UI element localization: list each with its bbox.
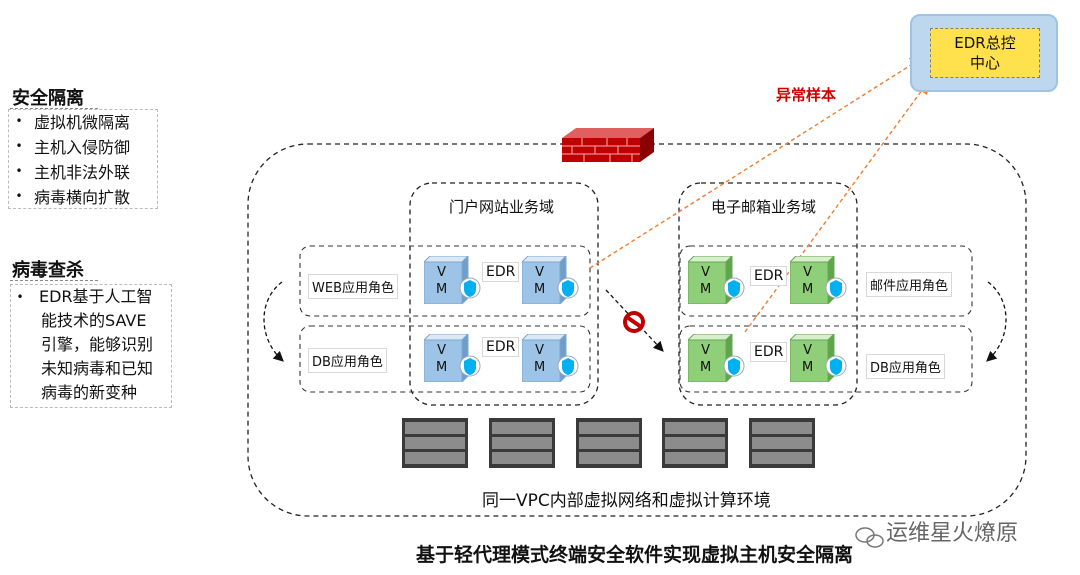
db-role-label-right: DB应用角色: [866, 354, 945, 379]
bullet-icon: •: [16, 290, 24, 304]
edr-label: EDR: [482, 262, 520, 282]
forbidden-icon: [623, 311, 645, 333]
mail-domain-label: 电子邮箱业务域: [708, 196, 820, 217]
db-role-box-right: [679, 325, 973, 393]
shield-icon: [562, 358, 574, 375]
edr-label: EDR: [750, 266, 788, 286]
list-item: •主机非法外联: [10, 160, 130, 182]
web-role-box: [299, 245, 591, 317]
edr-center-line2: 中心: [969, 54, 1000, 72]
virus-removal-text: •EDR基于人工智 能技术的SAVE 引擎，能够识别 未知病毒和已知 病毒的新变…: [10, 284, 172, 408]
list-item: •主机入侵防御: [10, 135, 130, 157]
mail-role-label: 邮件应用角色: [866, 272, 953, 297]
mail-domain-box: [678, 182, 858, 406]
section-title-virus-removal: 病毒查杀: [12, 260, 84, 281]
server-rack-icon: [749, 418, 815, 468]
section1-underline: [10, 108, 98, 109]
abnormal-sample-label: 异常样本: [776, 86, 837, 104]
vm-cube-shape: [520, 332, 579, 384]
server-rack-icon: [662, 418, 728, 468]
section2-underline: [10, 280, 98, 281]
shield-icon: [728, 280, 740, 297]
firewall-icon: [562, 128, 654, 162]
shield-icon: [464, 280, 476, 297]
right-curved-arrow: [986, 281, 1007, 362]
list-item: •病毒横向扩散: [10, 185, 130, 207]
shield-icon: [728, 358, 740, 375]
shield-icon: [830, 358, 842, 375]
wechat-icon: [855, 527, 884, 548]
vm-cube-shape: [788, 332, 847, 384]
server-rack-icon: [489, 418, 555, 468]
edr-label: EDR: [482, 337, 520, 357]
portal-domain-label: 门户网站业务域: [446, 196, 558, 217]
vpc-caption: 同一VPC内部虚拟网络和虚拟计算环境: [478, 486, 775, 511]
web-role-label: WEB应用角色: [308, 274, 398, 299]
bullet-icon: •: [15, 114, 23, 128]
edr-label: EDR: [750, 342, 788, 362]
bullet-icon: •: [15, 139, 23, 153]
list-item: •虚拟机微隔离: [10, 110, 130, 132]
edr-center-line1: EDR总控: [954, 34, 1016, 52]
bullet-icon: •: [15, 164, 23, 178]
page-title: 基于轻代理模式终端安全软件实现虚拟主机安全隔离: [416, 544, 854, 566]
db-role-box-left: [299, 325, 591, 393]
shield-icon: [830, 280, 842, 297]
vm-cube-shape: [788, 254, 847, 306]
db-role-label-left: DB应用角色: [308, 348, 387, 373]
left-curved-arrow: [263, 281, 284, 362]
bullet-icon: •: [15, 189, 23, 203]
abnormal-sample-arrow-1: [589, 56, 925, 269]
watermark: 运维星火燎原: [886, 521, 1019, 546]
edr-control-center: EDR总控 中心: [930, 28, 1040, 78]
vm-cube-shape: [520, 254, 579, 306]
section-title-security-isolation: 安全隔离: [12, 88, 84, 109]
server-rack-icon: [576, 418, 642, 468]
vm-cube-shape: [686, 254, 745, 306]
shield-icon: [464, 358, 476, 375]
vm-cube-shape: [686, 332, 745, 384]
section1-box: [8, 109, 158, 209]
shield-icon: [562, 280, 574, 297]
vm-cube-shape: [422, 332, 481, 384]
portal-domain-box: [409, 182, 599, 406]
abnormal-sample-arrow-2: [744, 79, 930, 333]
vm-cube-shape: [422, 254, 481, 306]
mail-role-box: [679, 245, 973, 317]
server-rack-icon: [402, 418, 468, 468]
